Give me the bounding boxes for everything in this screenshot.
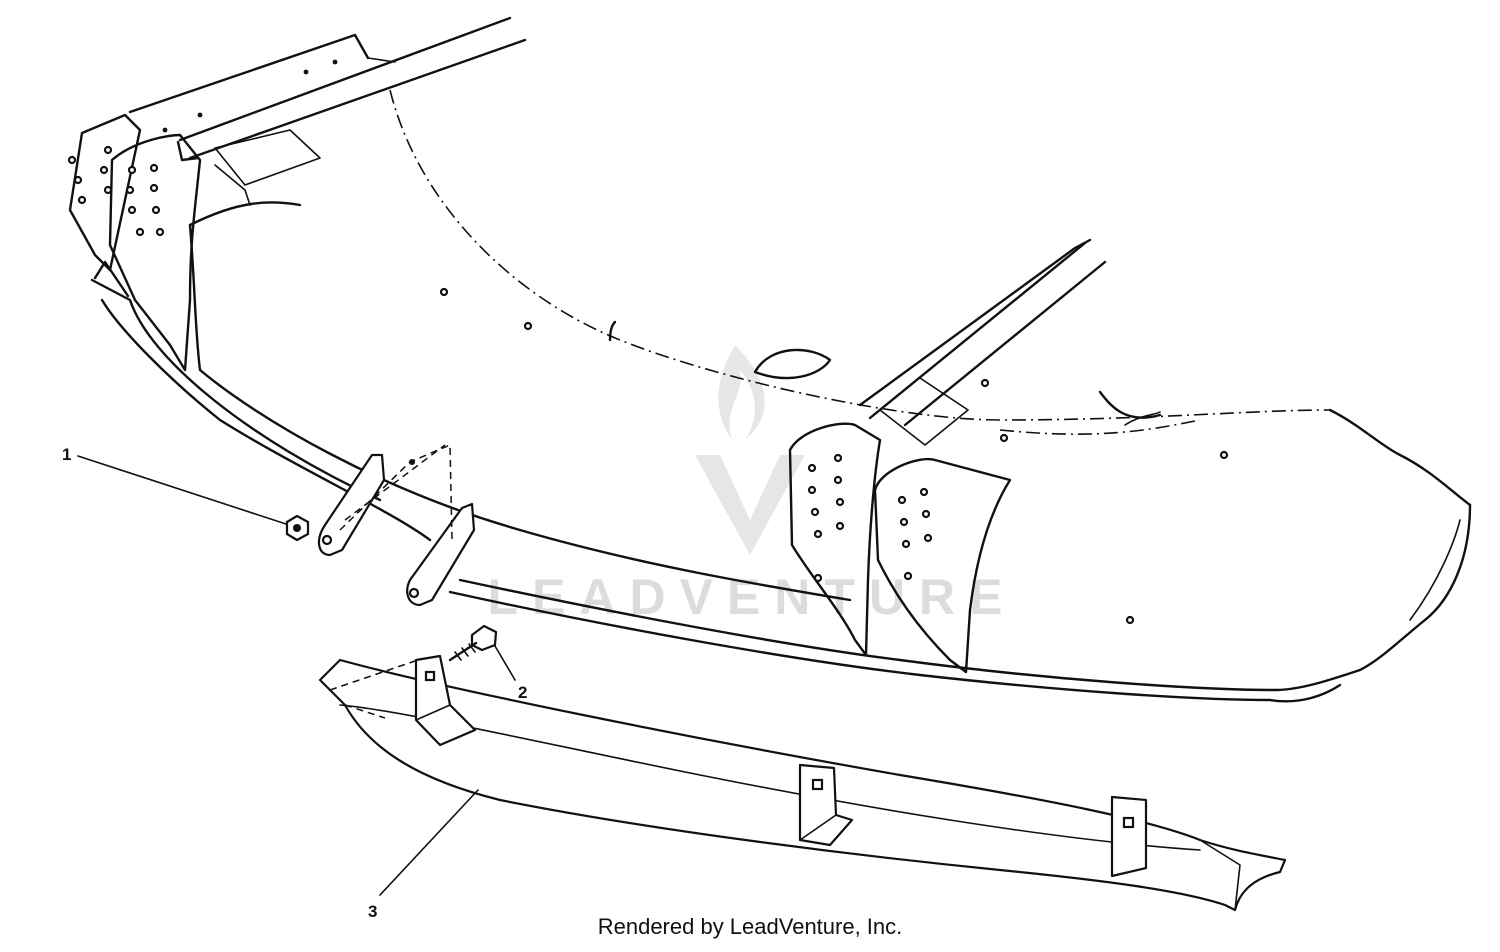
deck-bolts bbox=[439, 287, 1229, 625]
left-guard-holes bbox=[67, 145, 165, 237]
callout-2: 2 bbox=[518, 683, 527, 702]
leadventure-watermark: LEADVENTURE bbox=[487, 345, 1016, 625]
part-1-nut: 1 bbox=[62, 445, 310, 542]
mower-deck bbox=[67, 16, 1472, 703]
credit-text: Rendered by LeadVenture, Inc. bbox=[597, 914, 903, 939]
mounting-brackets bbox=[317, 443, 476, 607]
watermark-text: LEADVENTURE bbox=[487, 569, 1016, 625]
callout-1: 1 bbox=[62, 445, 71, 464]
right-guard-holes bbox=[807, 453, 933, 581]
callout-3: 3 bbox=[368, 902, 377, 921]
part-2-bolt: 2 bbox=[448, 624, 527, 702]
part-3-deflector: 3 bbox=[318, 654, 1287, 921]
